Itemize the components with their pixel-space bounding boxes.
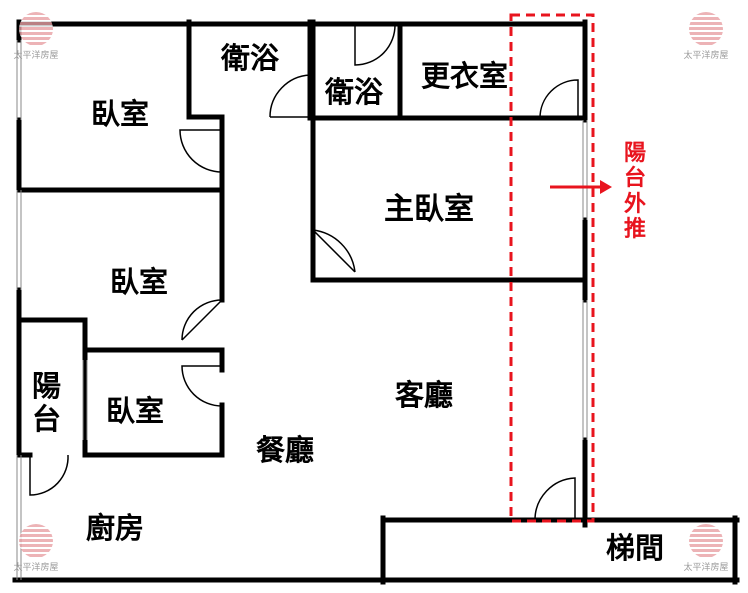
globe-logo-icon bbox=[19, 12, 53, 46]
room-label-kitchen: 廚房 bbox=[86, 511, 145, 545]
watermark-text: 太平洋房屋 bbox=[13, 563, 59, 573]
room-label-bedroom-small: 臥室 bbox=[106, 394, 165, 428]
globe-logo-icon bbox=[19, 524, 53, 558]
room-label-bedroom-top-left: 臥室 bbox=[91, 97, 150, 131]
door-bedroom-top-left bbox=[179, 129, 223, 173]
room-label-bath-1: 衛浴 bbox=[221, 41, 280, 75]
watermark-text: 太平洋房屋 bbox=[13, 51, 59, 61]
globe-logo-icon bbox=[689, 12, 723, 46]
door-bedroom-small bbox=[181, 365, 223, 407]
globe-logo-icon bbox=[689, 524, 723, 558]
door-balcony-small bbox=[29, 454, 69, 496]
watermark-text: 太平洋房屋 bbox=[683, 563, 729, 573]
room-label-balcony-small: 陽 台 bbox=[32, 369, 62, 437]
room-label-bath-2: 衛浴 bbox=[325, 75, 384, 109]
room-label-stairwell: 梯間 bbox=[606, 531, 665, 565]
room-label-dining-room: 餐廳 bbox=[256, 433, 315, 467]
room-label-master-bedroom: 主臥室 bbox=[384, 192, 474, 227]
door-bath-2 bbox=[354, 23, 396, 66]
watermark-bottom-left: 太平洋房屋 bbox=[6, 524, 66, 573]
watermark-text: 太平洋房屋 bbox=[683, 51, 729, 61]
room-label-living-room: 客廳 bbox=[395, 378, 454, 412]
door-bath-1 bbox=[269, 74, 311, 118]
door-bedroom-middle bbox=[181, 299, 223, 341]
balcony-extension-annotation: 陽 台 外 推 bbox=[624, 141, 647, 242]
room-label-walk-in-closet: 更衣室 bbox=[421, 59, 509, 93]
balcony-extension-arrow-head bbox=[600, 180, 612, 194]
door-living-room bbox=[534, 477, 576, 521]
watermark-top-right: 太平洋房屋 bbox=[676, 12, 736, 61]
room-label-bedroom-middle: 臥室 bbox=[110, 265, 169, 299]
watermark-top-left: 太平洋房屋 bbox=[6, 12, 66, 61]
balcony-extension-outline bbox=[509, 13, 595, 523]
door-closet bbox=[539, 79, 579, 119]
door-master bbox=[312, 229, 356, 273]
watermark-bottom-right: 太平洋房屋 bbox=[676, 524, 736, 573]
